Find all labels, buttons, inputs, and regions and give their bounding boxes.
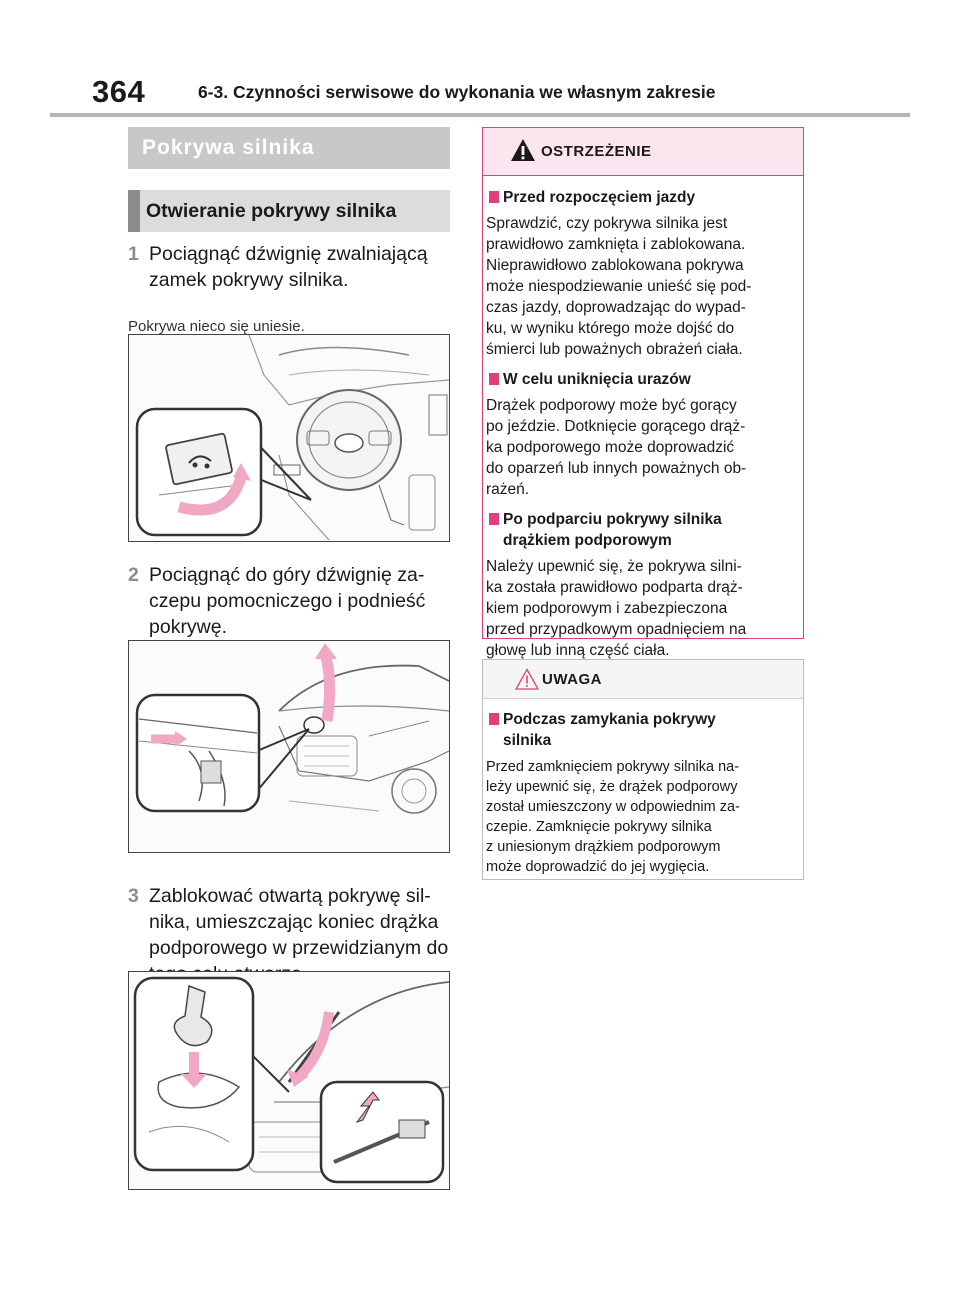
caution-item-heading: Podczas zamykania pokrywy silnika bbox=[483, 709, 797, 751]
chapter-title: 6-3. Czynności serwisowe do wykonania we… bbox=[198, 82, 716, 102]
step-number: 2 bbox=[128, 564, 139, 586]
auxiliary-latch-illustration bbox=[129, 641, 449, 852]
step-number: 3 bbox=[128, 885, 139, 907]
step-2: 2 Pociągnąć do góry dźwignię za-czepu po… bbox=[128, 562, 458, 640]
caution-header: UWAGA bbox=[483, 660, 803, 699]
hood-release-illustration bbox=[129, 335, 449, 541]
bullet-square-icon bbox=[489, 713, 499, 725]
warning-item-heading: Przed rozpoczęciem jazdy bbox=[483, 187, 797, 208]
warning-header: OSTRZEŻENIE bbox=[483, 128, 803, 176]
caution-item-text: Przed zamknięciem pokrywy silnika na- le… bbox=[486, 759, 740, 875]
section-title: Pokrywa silnika bbox=[128, 127, 450, 169]
page-header: 364 6-3. Czynności serwisowe do wykonani… bbox=[0, 0, 960, 120]
heading-text: W celu uniknięcia urazów bbox=[503, 371, 691, 388]
header-divider bbox=[50, 113, 910, 117]
support-rod-illustration bbox=[129, 972, 449, 1189]
warning-box: OSTRZEŻENIE Przed rozpoczęciem jazdy Spr… bbox=[482, 127, 804, 659]
warning-body: Przed rozpoczęciem jazdy Sprawdzić, czy … bbox=[483, 176, 803, 661]
warning-item-text: Drążek podporowy może być gorący po jeźd… bbox=[486, 397, 747, 498]
figure-auxiliary-latch bbox=[128, 640, 450, 853]
bullet-square-icon bbox=[489, 191, 499, 203]
bullet-square-icon bbox=[489, 373, 499, 385]
step-1-note: Pokrywa nieco się uniesie. bbox=[128, 318, 305, 335]
heading-text: Po podparciu pokrywy silnika drążkiem po… bbox=[503, 511, 722, 549]
warning-item-heading: Po podparciu pokrywy silnika drążkiem po… bbox=[483, 509, 797, 551]
figure-hood-release-lever bbox=[128, 334, 450, 542]
step-text: Pociągnąć dźwignię zwalniającą zamek pok… bbox=[149, 243, 428, 291]
page-number: 364 bbox=[92, 74, 146, 109]
subsection-title: Otwieranie pokrywy silnika bbox=[128, 190, 450, 232]
warning-item-text: Należy upewnić się, że pokrywa silni- ka… bbox=[486, 558, 747, 659]
warning-triangle-icon bbox=[511, 139, 535, 161]
warning-item-heading: W celu uniknięcia urazów bbox=[483, 369, 797, 390]
step-number: 1 bbox=[128, 243, 139, 265]
warning-item-text: Sprawdzić, czy pokrywa silnika jest praw… bbox=[486, 215, 752, 358]
bullet-square-icon bbox=[489, 513, 499, 525]
heading-text: Przed rozpoczęciem jazdy bbox=[503, 189, 696, 206]
heading-text: Podczas zamykania pokrywy silnika bbox=[503, 711, 716, 749]
warning-title: OSTRZEŻENIE bbox=[541, 143, 652, 160]
step-text: Pociągnąć do góry dźwignię za-czepu pomo… bbox=[149, 564, 426, 638]
caution-title: UWAGA bbox=[542, 671, 602, 688]
caution-box: UWAGA Podczas zamykania pokrywy silnika … bbox=[482, 659, 804, 880]
caution-body: Podczas zamykania pokrywy silnika Przed … bbox=[483, 699, 803, 877]
caution-triangle-icon bbox=[515, 668, 539, 690]
figure-support-rod bbox=[128, 971, 450, 1190]
step-1: 1 Pociągnąć dźwignię zwalniającą zamek p… bbox=[128, 241, 458, 293]
